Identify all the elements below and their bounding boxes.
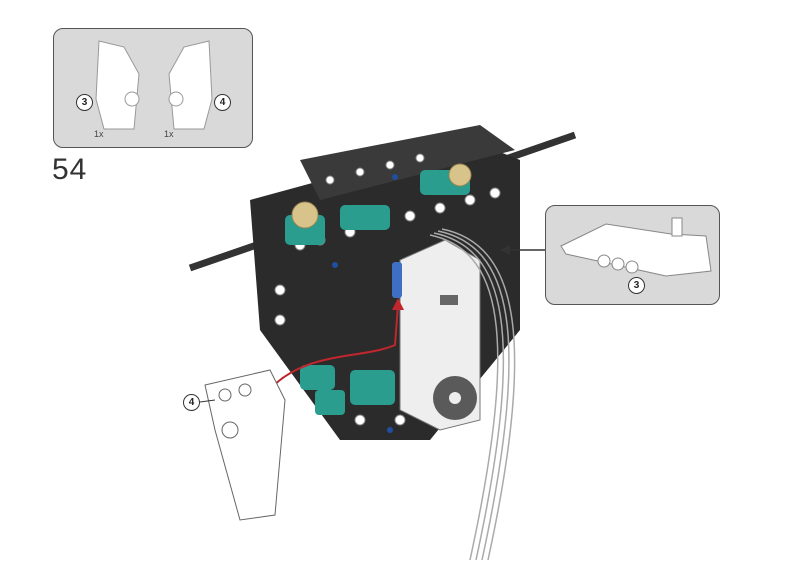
cables [429,228,516,561]
main-marker-4: 4 [183,394,200,411]
parts-list-panel: 3 4 1x 1x [53,28,253,148]
callout-pointer-head [500,245,510,255]
gears [291,163,472,229]
detail-callout: 3 [545,205,720,305]
part-qty-3: 1x [94,129,104,139]
step-number: 54 [52,153,88,186]
part-qty-4: 1x [164,129,174,139]
panel-piece-4 [204,369,286,521]
part-marker-3: 3 [76,94,93,111]
marker-leader [199,399,216,403]
part-icons [95,40,213,130]
blue-pin [392,262,402,298]
part-marker-4: 4 [214,94,231,111]
arrow-head [392,298,404,310]
placement-arrow [264,304,399,396]
motor [399,239,481,431]
callout-marker-3: 3 [628,277,645,294]
callout-part-icon [560,217,712,277]
